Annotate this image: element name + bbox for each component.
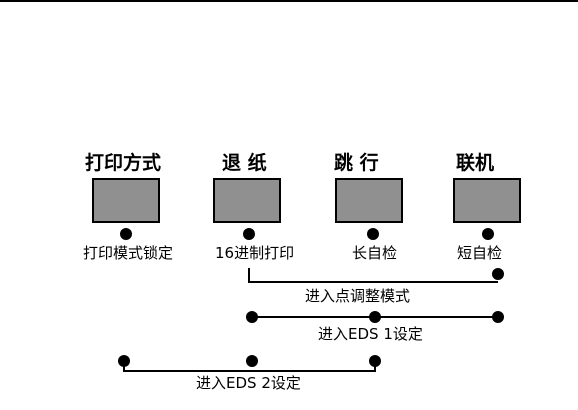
combo1-left-tick <box>248 268 250 282</box>
paper-eject-button[interactable] <box>213 178 281 223</box>
paper-eject-function-label: 16进制打印 <box>215 242 294 264</box>
combo2-dot-paper-eject <box>246 311 258 323</box>
combo2-dot-online <box>492 311 504 323</box>
online-function-label: 短自检 <box>457 242 502 264</box>
combo3-connector-line <box>123 370 376 372</box>
combo1-dot-online <box>492 268 504 280</box>
combo3-dot-paper-eject <box>246 355 258 367</box>
combo3-label: 进入EDS 2设定 <box>196 373 301 393</box>
line-feed-button[interactable] <box>335 178 403 223</box>
button-title-print-mode: 打印方式 <box>85 151 161 175</box>
online-button[interactable] <box>453 178 521 223</box>
paper-eject-indicator-dot <box>243 228 255 240</box>
top-border-rule <box>0 0 578 2</box>
combo2-label: 进入EDS 1设定 <box>318 324 423 344</box>
combo2-dot-line-feed <box>369 311 381 323</box>
line-feed-indicator-dot <box>367 228 379 240</box>
combo1-connector-line <box>248 281 498 283</box>
button-title-paper-eject: 退 纸 <box>222 151 267 175</box>
button-title-online: 联机 <box>456 151 494 175</box>
print-mode-function-label: 打印模式锁定 <box>83 242 173 264</box>
print-mode-button[interactable] <box>92 178 160 223</box>
combo1-label: 进入点调整模式 <box>305 286 410 306</box>
online-indicator-dot <box>482 228 494 240</box>
button-title-line-feed: 跳 行 <box>334 151 379 175</box>
line-feed-function-label: 长自检 <box>352 242 397 264</box>
print-mode-indicator-dot <box>120 228 132 240</box>
